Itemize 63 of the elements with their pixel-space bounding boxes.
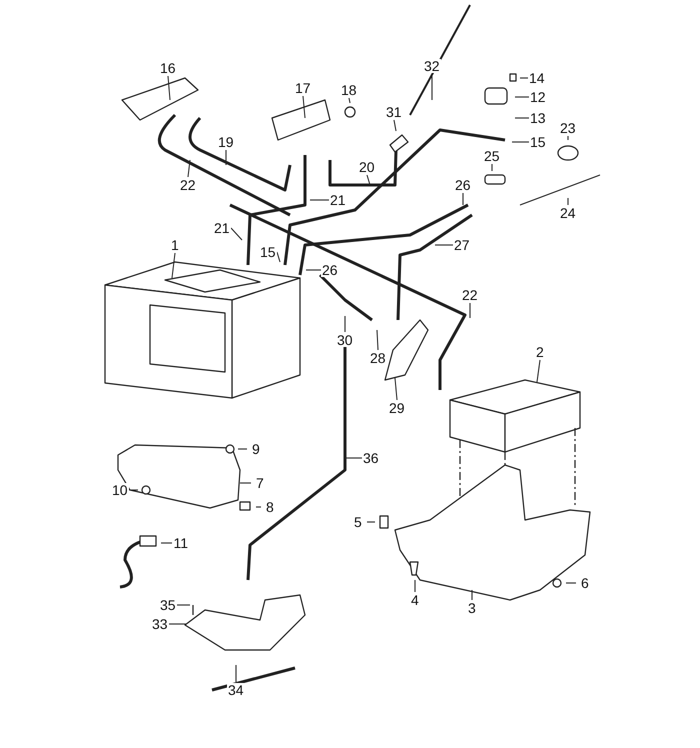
callout-number: 35 <box>159 598 177 612</box>
callout-number: 8 <box>265 500 275 514</box>
callout-number: 21 <box>329 193 347 207</box>
leader-line <box>394 378 398 400</box>
callout-number: 30 <box>336 333 354 347</box>
callout-number: 24 <box>559 206 577 220</box>
callout-number: 18 <box>340 83 358 97</box>
leader-line <box>434 244 454 246</box>
callout-number: 5 <box>353 515 363 529</box>
callout-number: 16 <box>159 61 177 75</box>
callout-number: 31 <box>385 105 403 119</box>
callout-number: 23 <box>559 121 577 135</box>
callout-number: 12 <box>529 90 547 104</box>
leader-line <box>238 448 248 450</box>
callout-number: 22 <box>179 178 197 192</box>
leader-line <box>168 76 170 100</box>
callout-number: 17 <box>294 81 312 95</box>
callout-number: 7 <box>255 476 265 490</box>
callout-number: 15 <box>529 135 547 149</box>
callout-number: 25 <box>483 149 501 163</box>
callout-number: 19 <box>217 135 235 149</box>
callout-number: 27 <box>453 238 471 252</box>
callout-number: 9 <box>251 442 261 456</box>
leader-line <box>344 316 346 332</box>
callout-number: 2 <box>535 345 545 359</box>
leader-line <box>172 252 176 278</box>
callout-number: 1 <box>170 238 180 252</box>
leader-line <box>240 482 252 484</box>
callout-number: 32 <box>423 59 441 73</box>
callout-number: 15 <box>259 245 277 259</box>
leader-line <box>188 160 190 178</box>
callout-number: 33 <box>151 617 169 631</box>
callout-number: 14 <box>528 71 546 85</box>
callout-number: 36 <box>362 451 380 465</box>
leader-line <box>366 174 370 186</box>
leader-line <box>536 360 540 382</box>
callout-number: 29 <box>388 401 406 415</box>
callout-number: 3 <box>467 601 477 615</box>
leader-line <box>176 604 190 606</box>
leader-line <box>514 96 530 98</box>
callout-number: 11 <box>172 536 190 550</box>
leader-line <box>414 580 416 592</box>
leader-line <box>230 228 242 240</box>
callout-number: 26 <box>454 178 472 192</box>
leader-line <box>462 192 464 206</box>
leader-line <box>302 96 306 118</box>
callout-number: 13 <box>529 111 547 125</box>
leader-line <box>160 542 172 544</box>
callout-number: 6 <box>580 576 590 590</box>
leader-line <box>376 330 378 350</box>
callout-number: 4 <box>410 593 420 607</box>
callout-number: 28 <box>369 351 387 365</box>
callout-number: 22 <box>461 288 479 302</box>
callout-number: 34 <box>227 683 245 697</box>
callout-number: 21 <box>213 221 231 235</box>
callout-number: 10 <box>111 483 129 497</box>
callout-number: 26 <box>321 263 339 277</box>
leader-line <box>566 582 576 584</box>
leader-line <box>256 506 262 508</box>
leader-line <box>348 98 350 104</box>
leader-line <box>276 252 280 262</box>
callout-number: 20 <box>358 160 376 174</box>
leader-line <box>394 120 396 132</box>
